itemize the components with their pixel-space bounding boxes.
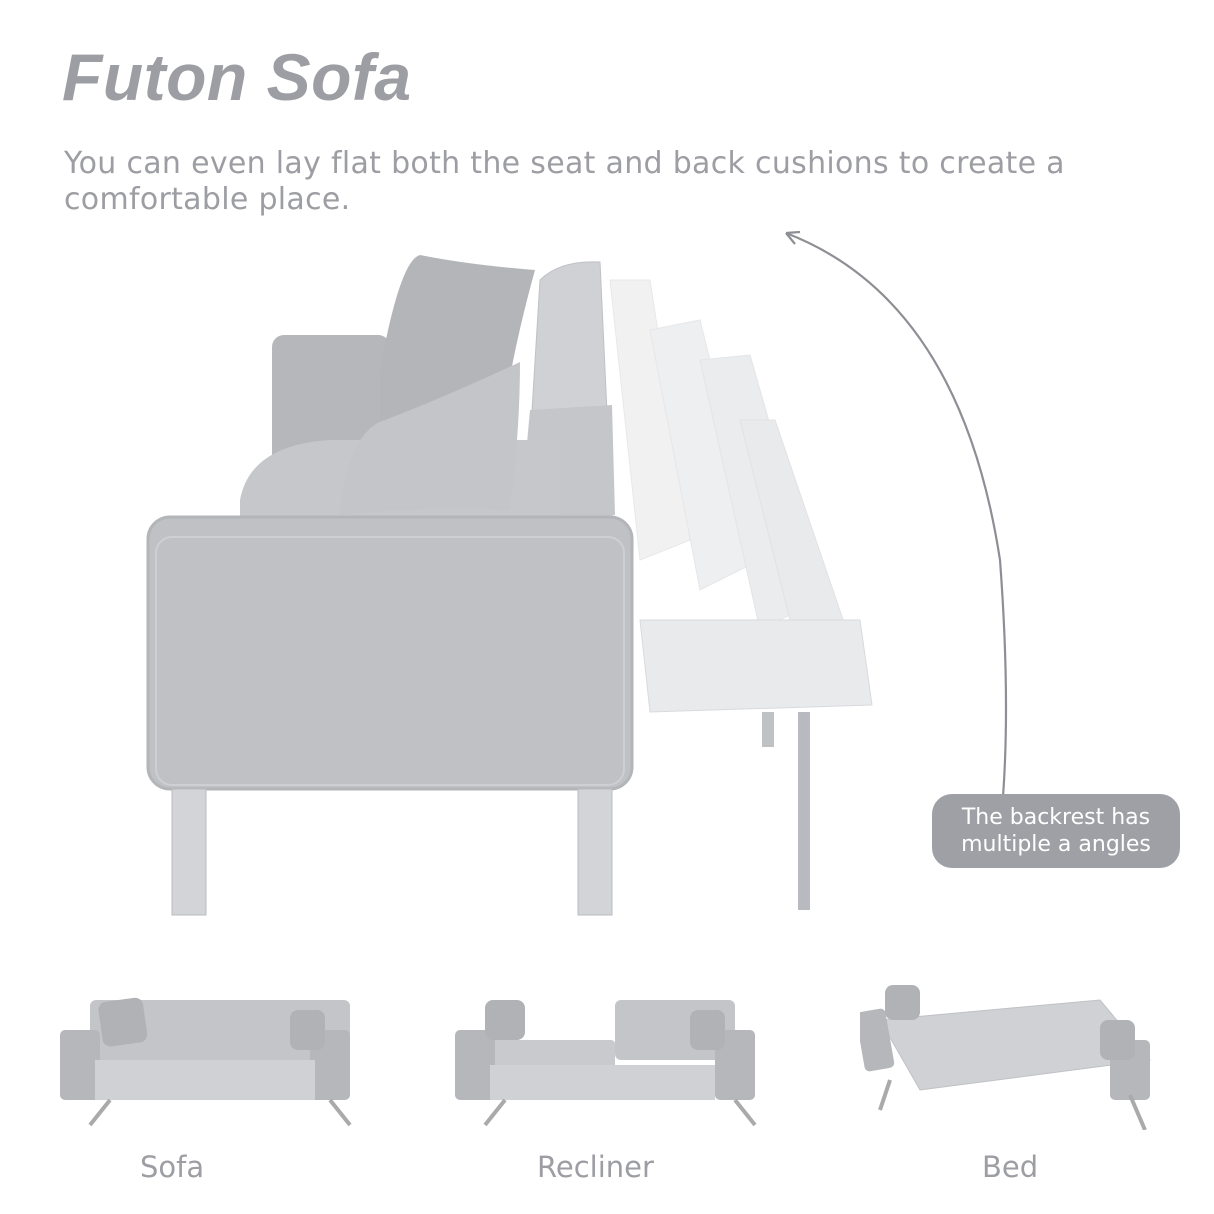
mode-label-sofa: Sofa [140, 1150, 205, 1184]
backrest-angle-ghosts [609, 279, 851, 661]
page-subtitle: You can even lay flat both the seat and … [64, 146, 1065, 217]
leg-right [577, 788, 613, 916]
hero-sofa-illustration [146, 230, 1008, 916]
callout-line-2: multiple a angles [961, 832, 1151, 857]
flat-seat-extension [639, 619, 873, 713]
front-pillow [340, 362, 520, 515]
sofa-mode-thumbnail [60, 997, 352, 1127]
bed-mode-thumbnail [860, 985, 1151, 1130]
extension-leg-front [798, 712, 810, 910]
near-armrest [146, 515, 634, 791]
callout-line-1: The backrest has [961, 805, 1151, 830]
curved-double-arrow-icon [785, 230, 1008, 831]
mode-label-recliner: Recliner [537, 1150, 654, 1184]
recliner-mode-thumbnail [455, 1000, 757, 1127]
extension-leg-rear [762, 712, 774, 747]
mode-label-bed: Bed [982, 1150, 1039, 1184]
leg-left [171, 788, 207, 916]
backrest-angles-callout: The backrest has multiple a angles [932, 794, 1180, 868]
page-title: Futon Sofa [62, 40, 412, 114]
